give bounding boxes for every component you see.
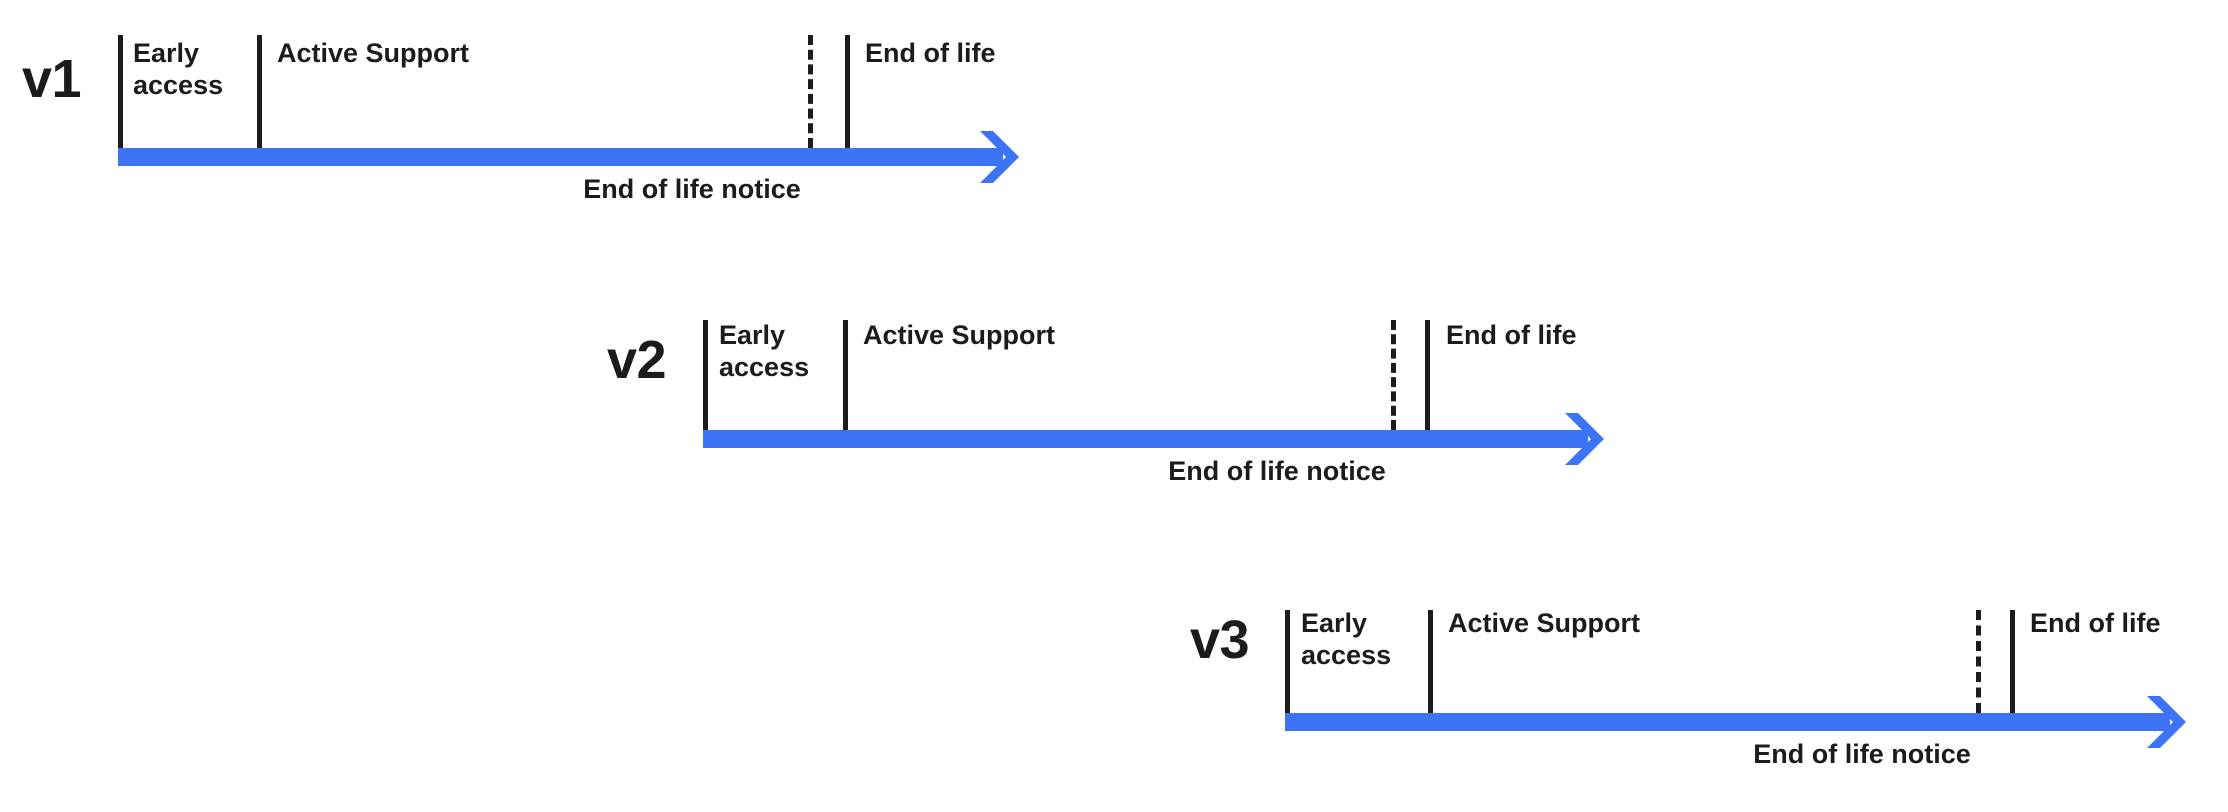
timeline-caption-end-of-life-notice: End of life notice: [1753, 739, 1971, 769]
version-label-v3: v3: [1190, 610, 1250, 670]
phase-divider-solid: [2010, 610, 2015, 713]
timeline-bar: [1285, 713, 2170, 731]
version-label-v2: v2: [607, 330, 667, 390]
phase-divider-solid: [118, 35, 123, 148]
phase-divider-solid: [1285, 610, 1290, 713]
phase-label-end-of-life: End of life: [865, 38, 996, 68]
phase-divider-dashed: [1976, 610, 1981, 713]
phase-divider-solid: [845, 35, 850, 148]
phase-divider-solid: [1428, 610, 1433, 713]
timeline-arrowhead-icon: [975, 130, 1033, 184]
phase-divider-solid: [703, 320, 708, 430]
timeline-arrowhead-icon: [2142, 695, 2200, 749]
timeline-bar: [703, 430, 1588, 448]
phase-divider-dashed: [808, 35, 813, 148]
phase-label-active-support: Active Support: [863, 320, 1056, 350]
phase-divider-dashed: [1391, 320, 1396, 430]
phase-label-early-access: Early access: [133, 38, 224, 100]
phase-label-early-access: Early access: [1301, 608, 1392, 670]
timeline-caption-end-of-life-notice: End of life notice: [1168, 456, 1386, 486]
phase-label-end-of-life: End of life: [2030, 608, 2161, 638]
phase-divider-solid: [1425, 320, 1430, 430]
timeline-bar: [118, 148, 1003, 166]
timeline-caption-end-of-life-notice: End of life notice: [583, 174, 801, 204]
phase-divider-solid: [257, 35, 262, 148]
phase-label-active-support: Active Support: [1448, 608, 1641, 638]
phase-label-end-of-life: End of life: [1446, 320, 1577, 350]
phase-divider-solid: [843, 320, 848, 430]
phase-label-active-support: Active Support: [277, 38, 470, 68]
phase-label-early-access: Early access: [719, 320, 810, 382]
version-label-v1: v1: [22, 49, 82, 109]
timeline-arrowhead-icon: [1560, 412, 1618, 466]
